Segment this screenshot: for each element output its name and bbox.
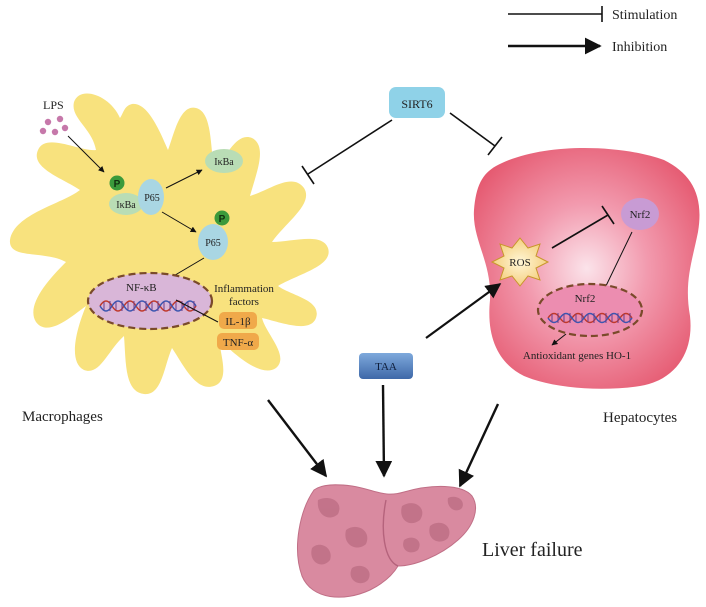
sirt6-to-hepatocyte-line (449, 112, 496, 147)
il1b-box (219, 312, 257, 329)
nfkb-label: NF-κB (126, 282, 157, 294)
macrophage-to-liver-arrow (267, 399, 328, 478)
nrf2-nucleus-label: Nrf2 (575, 293, 596, 305)
liver-failure-label: Liver failure (482, 539, 583, 561)
macrophage-nucleus: NF-κB (86, 271, 214, 331)
phospho-badge-1 (109, 175, 125, 191)
phospho-badge-2 (214, 210, 230, 226)
legend: Stimulation Inhibition (508, 6, 677, 55)
hepatocyte-to-liver-arrow (458, 403, 500, 488)
stimulation-legend-label: Stimulation (612, 8, 677, 23)
ros-burst (490, 237, 550, 287)
ikba-bound-shape (109, 193, 143, 215)
lps-label: LPS (43, 98, 64, 112)
p65-bound-shape (138, 179, 164, 215)
hepatocyte-nucleus: Nrf2 (536, 282, 644, 338)
inflammation-factors-label-2: factors (229, 296, 259, 308)
lps-arrow (67, 135, 105, 173)
ros-to-nrf2-line (551, 214, 609, 249)
macrophage-cell (9, 93, 329, 395)
taa-label: TAA (375, 361, 397, 373)
inflammation-factors-label-1: Inflammation (214, 283, 274, 295)
ikba-release-arrow (165, 169, 203, 189)
dna-helix-hep (547, 312, 633, 324)
phospho-label-2: P (219, 214, 226, 225)
tnfa-label: TNF-α (223, 337, 253, 349)
sirt6-to-macrophage-line (307, 119, 393, 175)
p65-active-shape (198, 224, 228, 260)
antioxidant-label: Antioxidant genes HO-1 (523, 350, 631, 362)
ikba-p65-complex: IκBa P65 P (109, 175, 164, 215)
ikba-free-shape (205, 149, 243, 173)
liver-illustration (297, 484, 476, 598)
tnfa-box (217, 333, 259, 350)
phospho-label-1: P (114, 179, 121, 190)
ikba-free-label: IκBa (214, 157, 234, 168)
p65-activation-arrow (161, 211, 197, 233)
hepatocyte-title: Hepatocytes (603, 410, 677, 426)
macrophage-body (9, 93, 329, 395)
sirt6-label: SIRT6 (401, 97, 432, 111)
nrf2-cyto-label: Nrf2 (630, 209, 651, 221)
nrf2-translocation-line (603, 231, 633, 291)
il1b-label: IL-1β (225, 316, 251, 328)
sirt6-box (389, 87, 445, 118)
p65-active-label: P65 (205, 238, 221, 249)
lps-molecules (39, 115, 69, 136)
nrf2-cyto-shape (621, 198, 659, 230)
p65-bound-label: P65 (144, 193, 160, 204)
inhibition-legend-label: Inhibition (612, 40, 667, 55)
taa-box (359, 353, 413, 379)
ros-label: ROS (509, 257, 530, 269)
ho1-arrow (551, 333, 567, 346)
ikba-bound-label: IκBa (116, 200, 136, 211)
taa-to-liver-arrow (375, 384, 393, 478)
taa-to-ros-arrow (425, 283, 502, 339)
nfkb-to-factors-line (175, 299, 219, 323)
macrophage-title: Macrophages (22, 409, 103, 425)
